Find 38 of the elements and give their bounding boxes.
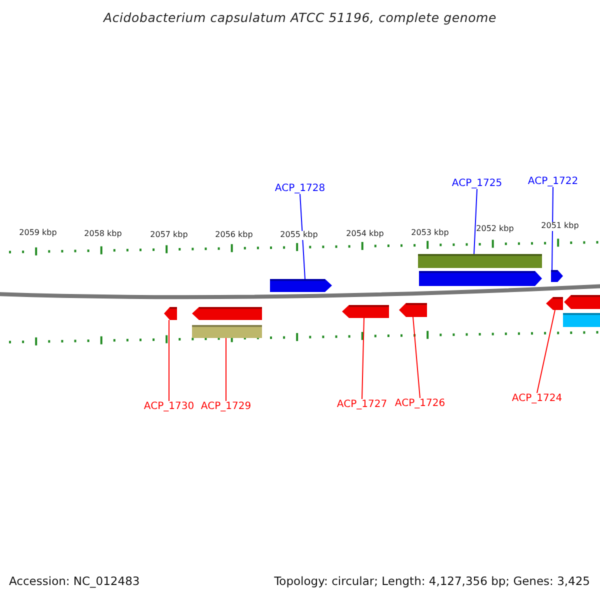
scale-label: 2055 kbp [280,231,318,240]
gene-label: ACP_1727 [336,399,388,410]
gene-label: ACP_1722 [528,176,578,187]
gene-label: ACP_1728 [274,183,326,194]
scale-label: 2053 kbp [411,229,449,238]
gene-label: ACP_1724 [512,393,562,404]
gene-block [192,307,262,320]
scale-label: 2059 kbp [19,229,57,238]
gene-label: ACP_1730 [144,401,194,412]
gene-block [342,305,389,318]
gene-block [399,303,427,317]
leader-line [300,194,306,280]
scale-label: 2058 kbp [84,230,122,239]
scale-label: 2057 kbp [150,231,188,240]
gene-label: ACP_1725 [452,178,502,189]
leader-line [536,310,556,394]
feature-bar [563,313,600,327]
gene-block [419,271,542,286]
leader-line [362,318,364,400]
leader-line [168,320,170,402]
title: Acidobacterium capsulatum ATCC 51196, complete genome [102,10,498,25]
genome-info-text: Topology: circular; Length: 4,127,356 bp; Genes: 3,425 [274,574,590,588]
gene-block [164,307,177,320]
gene-block [546,297,563,310]
gene-block [551,270,563,282]
gene-label: ACP_1726 [394,398,446,409]
scale-label: 2051 kbp [541,222,579,231]
scale-label: 2052 kbp [476,225,514,234]
leader-line [474,188,478,254]
gene-label: ACP_1729 [200,401,252,412]
feature-bar [192,325,262,338]
leader-line [552,186,554,270]
scale-label: 2054 kbp [346,230,384,239]
accession-text: Accession: NC_012483 [9,574,140,588]
feature-bar [418,254,542,268]
scale-label: 2056 kbp [215,231,253,240]
leader-line [412,316,420,398]
gene-block [270,279,332,292]
